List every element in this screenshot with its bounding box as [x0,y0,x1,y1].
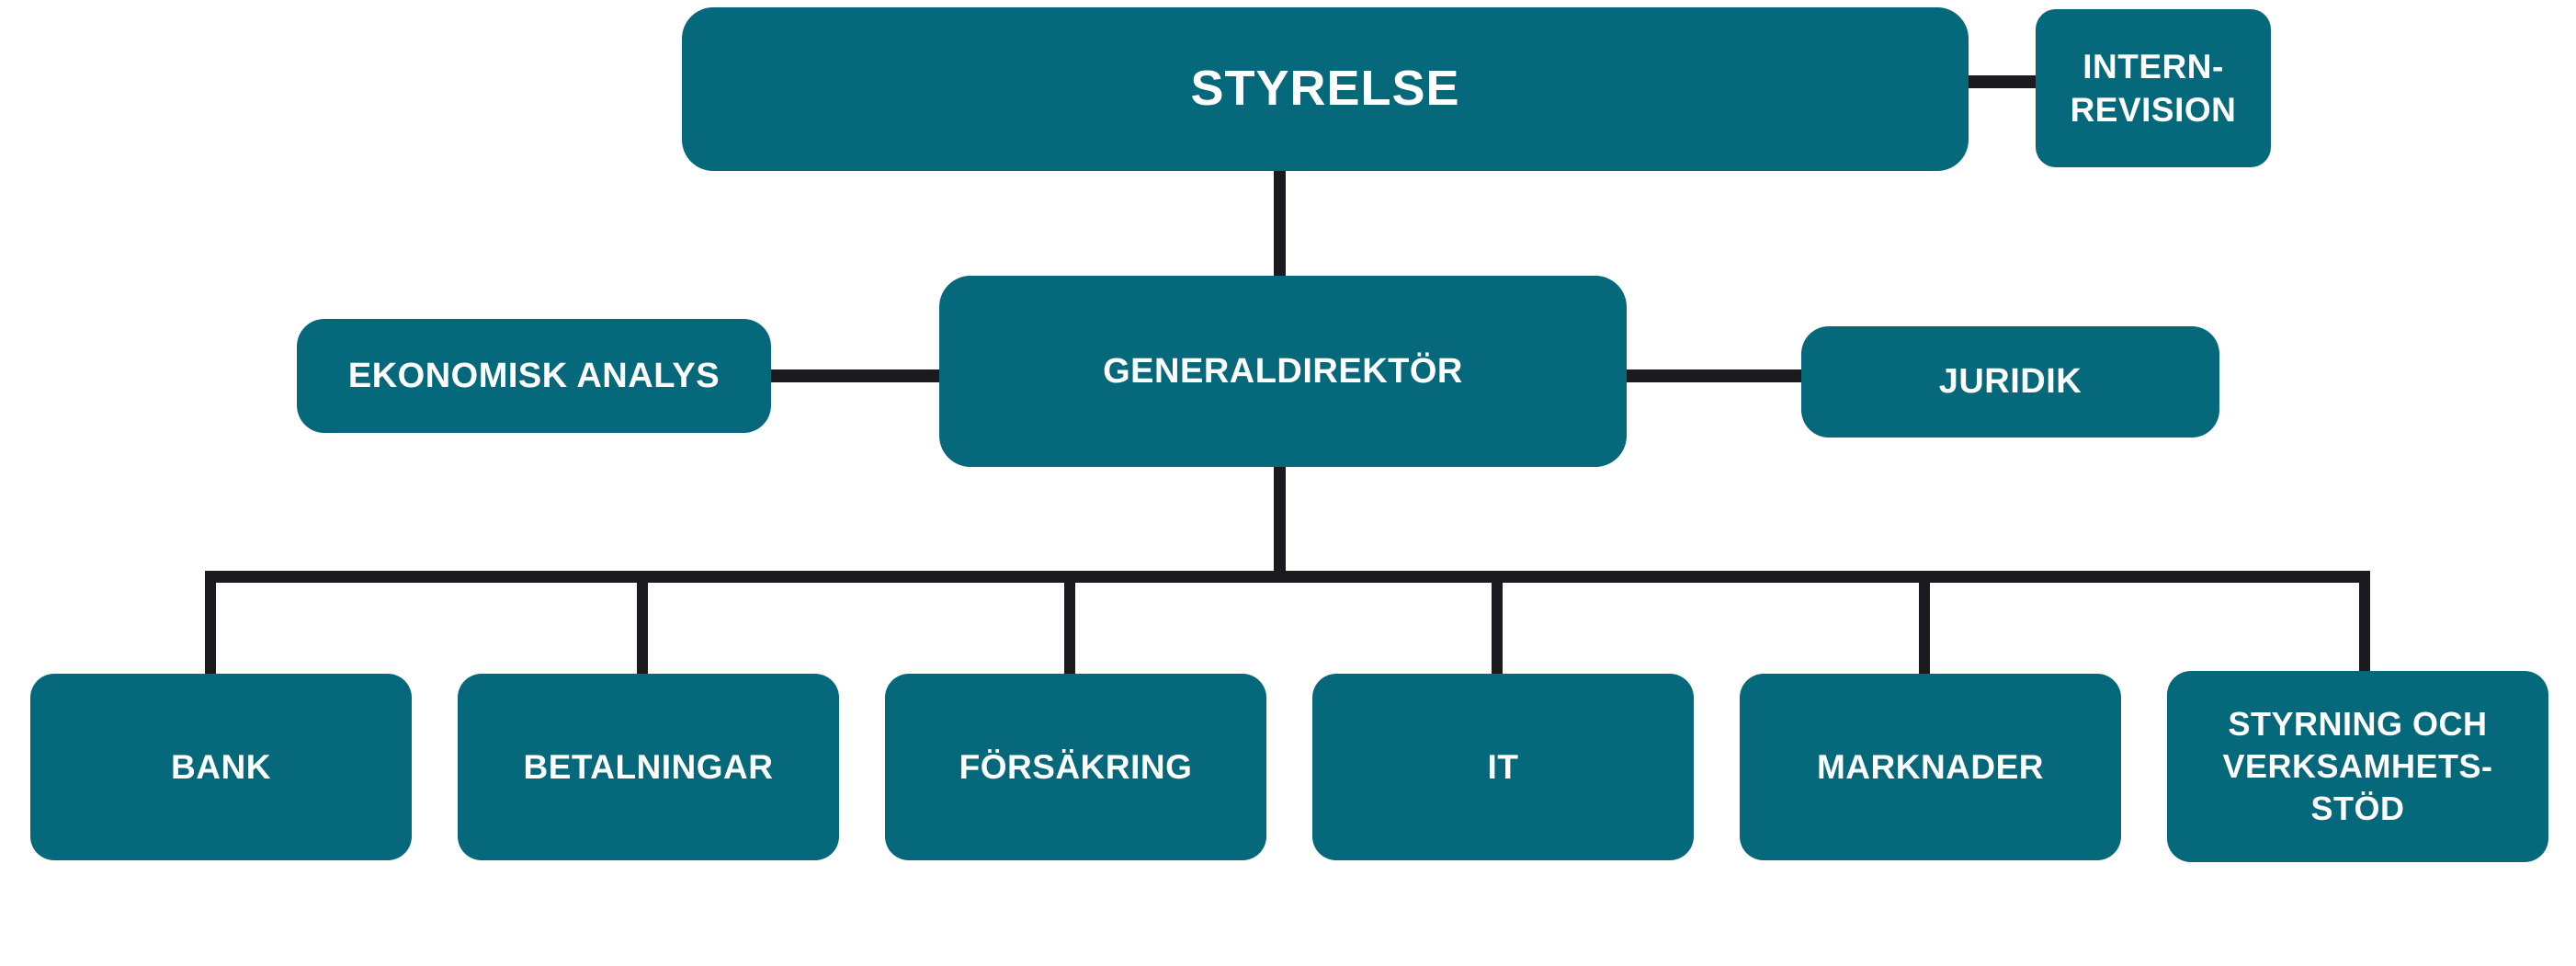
connector-drop-betalningar [637,571,648,676]
connector-economic-analysis-to-director-general [766,369,943,382]
connector-drop-it [1492,571,1503,676]
connector-director-general-to-bus [1274,467,1286,581]
connector-drop-marknader [1919,571,1930,676]
connector-drop-forsakring [1064,571,1075,676]
node-legal[interactable]: JURIDIK [1801,326,2219,438]
connector-board-to-director-general [1274,171,1286,278]
node-internal-audit[interactable]: INTERN- REVISION [2036,9,2271,167]
node-director-general[interactable]: GENERALDIREKTÖR [939,276,1627,467]
node-department-marknader[interactable]: MARKNADER [1740,674,2121,860]
node-department-forsakring[interactable]: FÖRSÄKRING [885,674,1266,860]
connector-drop-styrning [2359,571,2370,676]
connector-department-bus [205,571,2370,583]
node-board[interactable]: STYRELSE [682,7,1969,171]
node-department-it[interactable]: IT [1312,674,1694,860]
connector-drop-bank [205,571,216,676]
node-department-styrning-och-verksamhetsstod[interactable]: STYRNING OCH VERKSAMHETS- STÖD [2167,671,2548,862]
node-economic-analysis[interactable]: EKONOMISK ANALYS [297,319,771,433]
connector-board-to-internal-audit [1967,75,2038,88]
connector-director-general-to-legal [1623,369,1805,382]
node-department-bank[interactable]: BANK [30,674,412,860]
node-department-betalningar[interactable]: BETALNINGAR [458,674,839,860]
